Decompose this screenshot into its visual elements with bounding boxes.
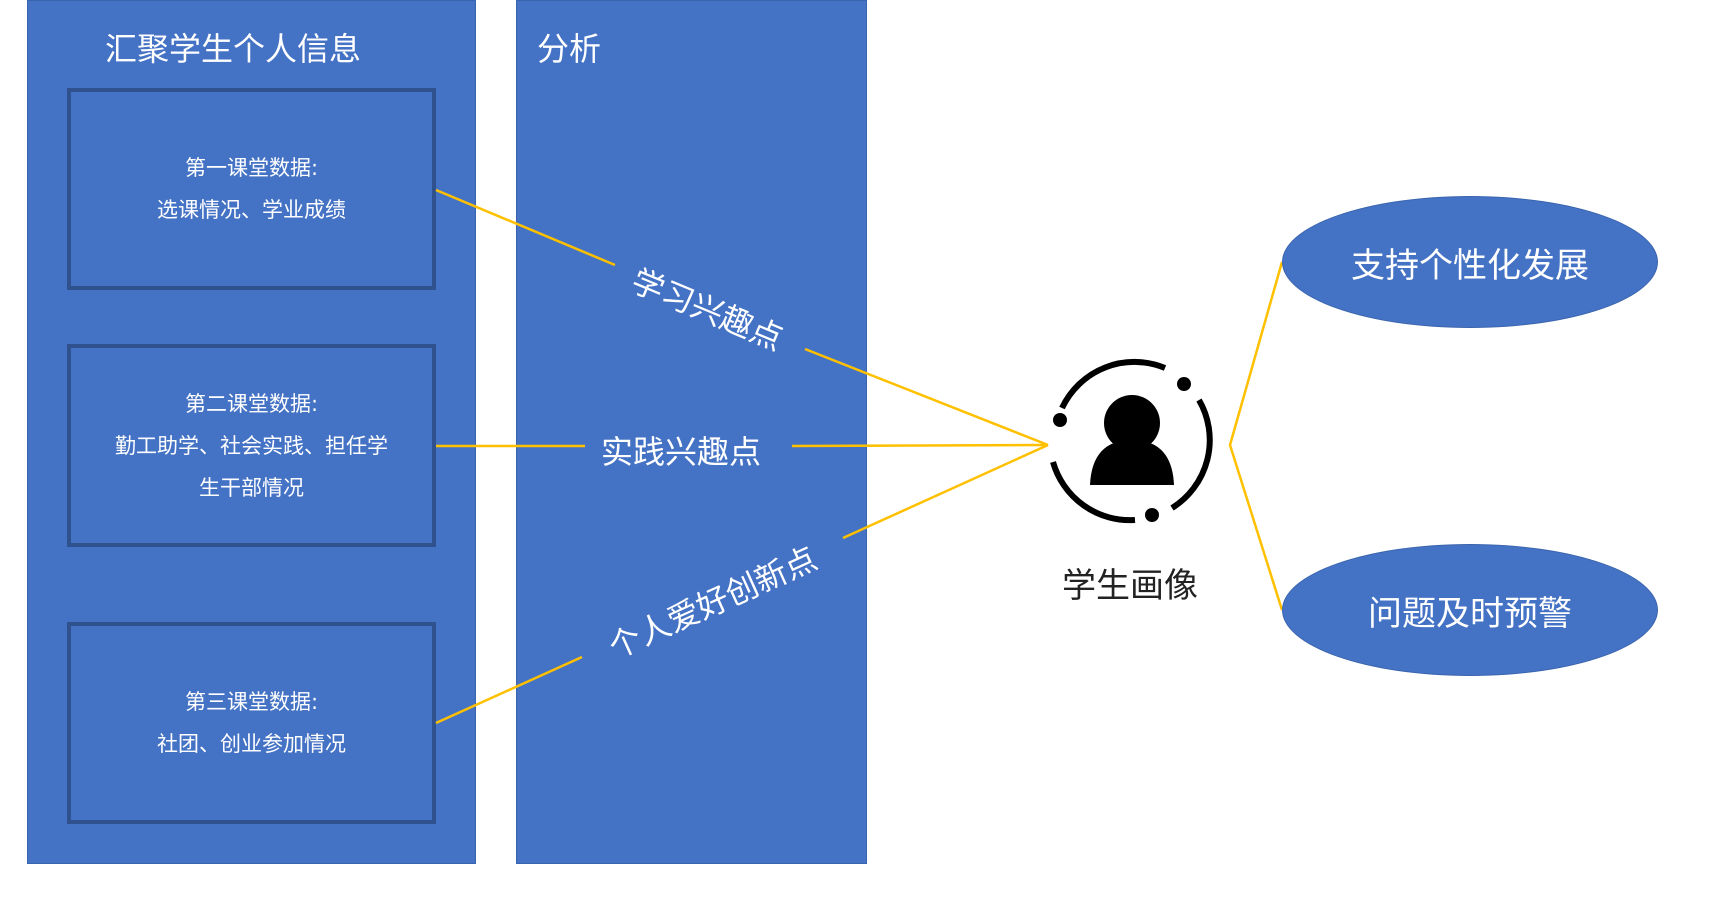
connector-line xyxy=(435,655,583,725)
box-detail: 选课情况、学业成绩 xyxy=(157,198,346,222)
collect-panel-title: 汇聚学生个人信息 xyxy=(105,30,362,68)
portrait-label: 学生画像 xyxy=(1062,566,1198,606)
connector-line xyxy=(791,443,1049,448)
box-heading: 第一课堂数据: xyxy=(184,156,319,180)
user-portrait-icon xyxy=(1050,358,1213,524)
box-heading: 第三课堂数据: xyxy=(184,690,319,714)
third-classroom-box: 第三课堂数据: 社团、创业参加情况 xyxy=(67,622,436,824)
box-detail: 社团、创业参加情况 xyxy=(157,732,346,756)
connector-line xyxy=(842,443,1049,540)
second-classroom-box: 第二课堂数据: 勤工助学、社会实践、担任学 生干部情况 xyxy=(67,344,436,547)
outcome-personalized-development: 支持个性化发展 xyxy=(1282,196,1658,328)
analysis-panel xyxy=(516,0,867,864)
connector-line xyxy=(804,347,1049,447)
connector-line xyxy=(1228,261,1284,611)
first-classroom-box: 第一课堂数据: 选课情况、学业成绩 xyxy=(67,88,436,290)
outcome-early-warning: 问题及时预警 xyxy=(1282,544,1658,676)
collect-panel xyxy=(27,0,476,864)
connector-line xyxy=(435,188,616,267)
box-detail-cont: 生干部情况 xyxy=(199,475,304,500)
box-heading: 第二课堂数据: xyxy=(184,391,319,416)
box-detail: 勤工助学、社会实践、担任学 xyxy=(115,433,388,458)
analysis-panel-title: 分析 xyxy=(537,30,602,68)
link-label-practice-interest: 实践兴趣点 xyxy=(601,433,762,471)
